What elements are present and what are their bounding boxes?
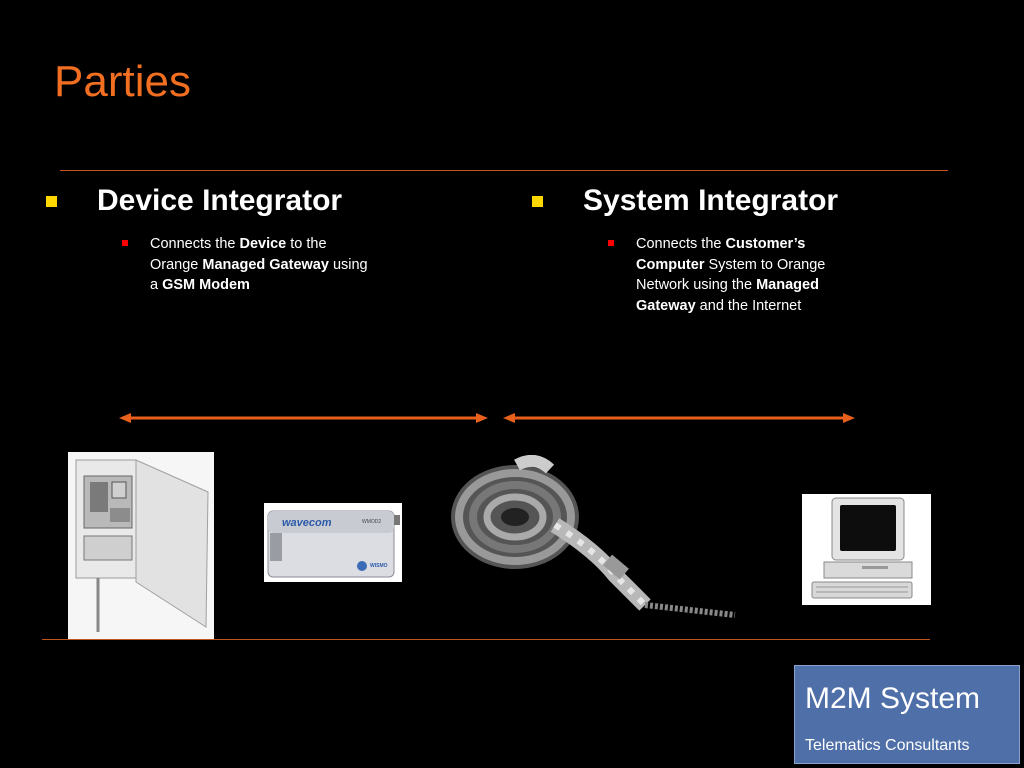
square-bullet-icon [532,195,543,207]
left-arrow-head-start [119,413,131,423]
bold-segment: Managed Gateway [636,277,819,314]
modem-drawing [264,503,402,582]
square-bullet-icon [46,195,57,207]
text-segment: Connects the [150,236,240,252]
top-divider [60,170,948,171]
text-segment: Connects the [636,236,726,252]
coiled-cable-image [445,454,745,625]
right-arrow-head-start [503,413,515,423]
device-cabinet-image [68,452,214,639]
device-integrator-bullet: Connects the Device to the Orange Manage… [122,234,374,296]
cabinet-drawing [68,452,214,639]
text-segment: and the Internet [695,297,802,314]
gsm-modem-image: wavecom WMOD2 WISMO [264,503,402,582]
customer-computer-image [802,494,931,605]
bold-segment: Device [239,236,287,252]
bold-segment: GSM Modem [162,277,250,293]
modem-subbrand-label: WISMO [370,563,388,569]
badge-title: M2M System [805,682,981,715]
bottom-divider [42,639,930,640]
right-arrow-head-end [843,413,855,423]
square-sub-bullet-icon [122,240,128,246]
modem-brand-label: wavecom [282,517,332,529]
square-sub-bullet-icon [608,240,614,246]
left-arrow-head-end [476,413,488,423]
system-integrator-bullet: Connects the Customer’s Computer System … [608,234,860,316]
text-segment: System to Orange Network using the [636,256,826,294]
slide-title: Parties [54,57,191,106]
m2m-system-badge: M2M System Telematics Consultants [794,665,1020,764]
modem-model-label: WMOD2 [362,519,382,525]
system-integrator-heading: System Integrator [583,184,839,217]
cable-drawing [451,454,736,618]
bold-segment: Customer’s Computer [636,236,806,273]
device-integrator-heading: Device Integrator [97,184,343,217]
system-integrator-column: System Integrator Connects the Customer’… [530,184,860,316]
badge-subtitle: Telematics Consultants [805,737,970,754]
text-segment: using a [150,256,368,294]
text-segment: to the Orange [150,236,327,273]
device-integrator-description: Connects the Device to the Orange Manage… [150,234,374,296]
computer-drawing [802,494,931,605]
bold-segment: Managed Gateway [202,256,329,273]
system-integrator-description: Connects the Customer’s Computer System … [636,234,860,316]
device-integrator-heading-row: Device Integrator [44,184,374,218]
system-integrator-heading-row: System Integrator [530,184,860,218]
device-integrator-column: Device Integrator Connects the Device to… [44,184,374,296]
